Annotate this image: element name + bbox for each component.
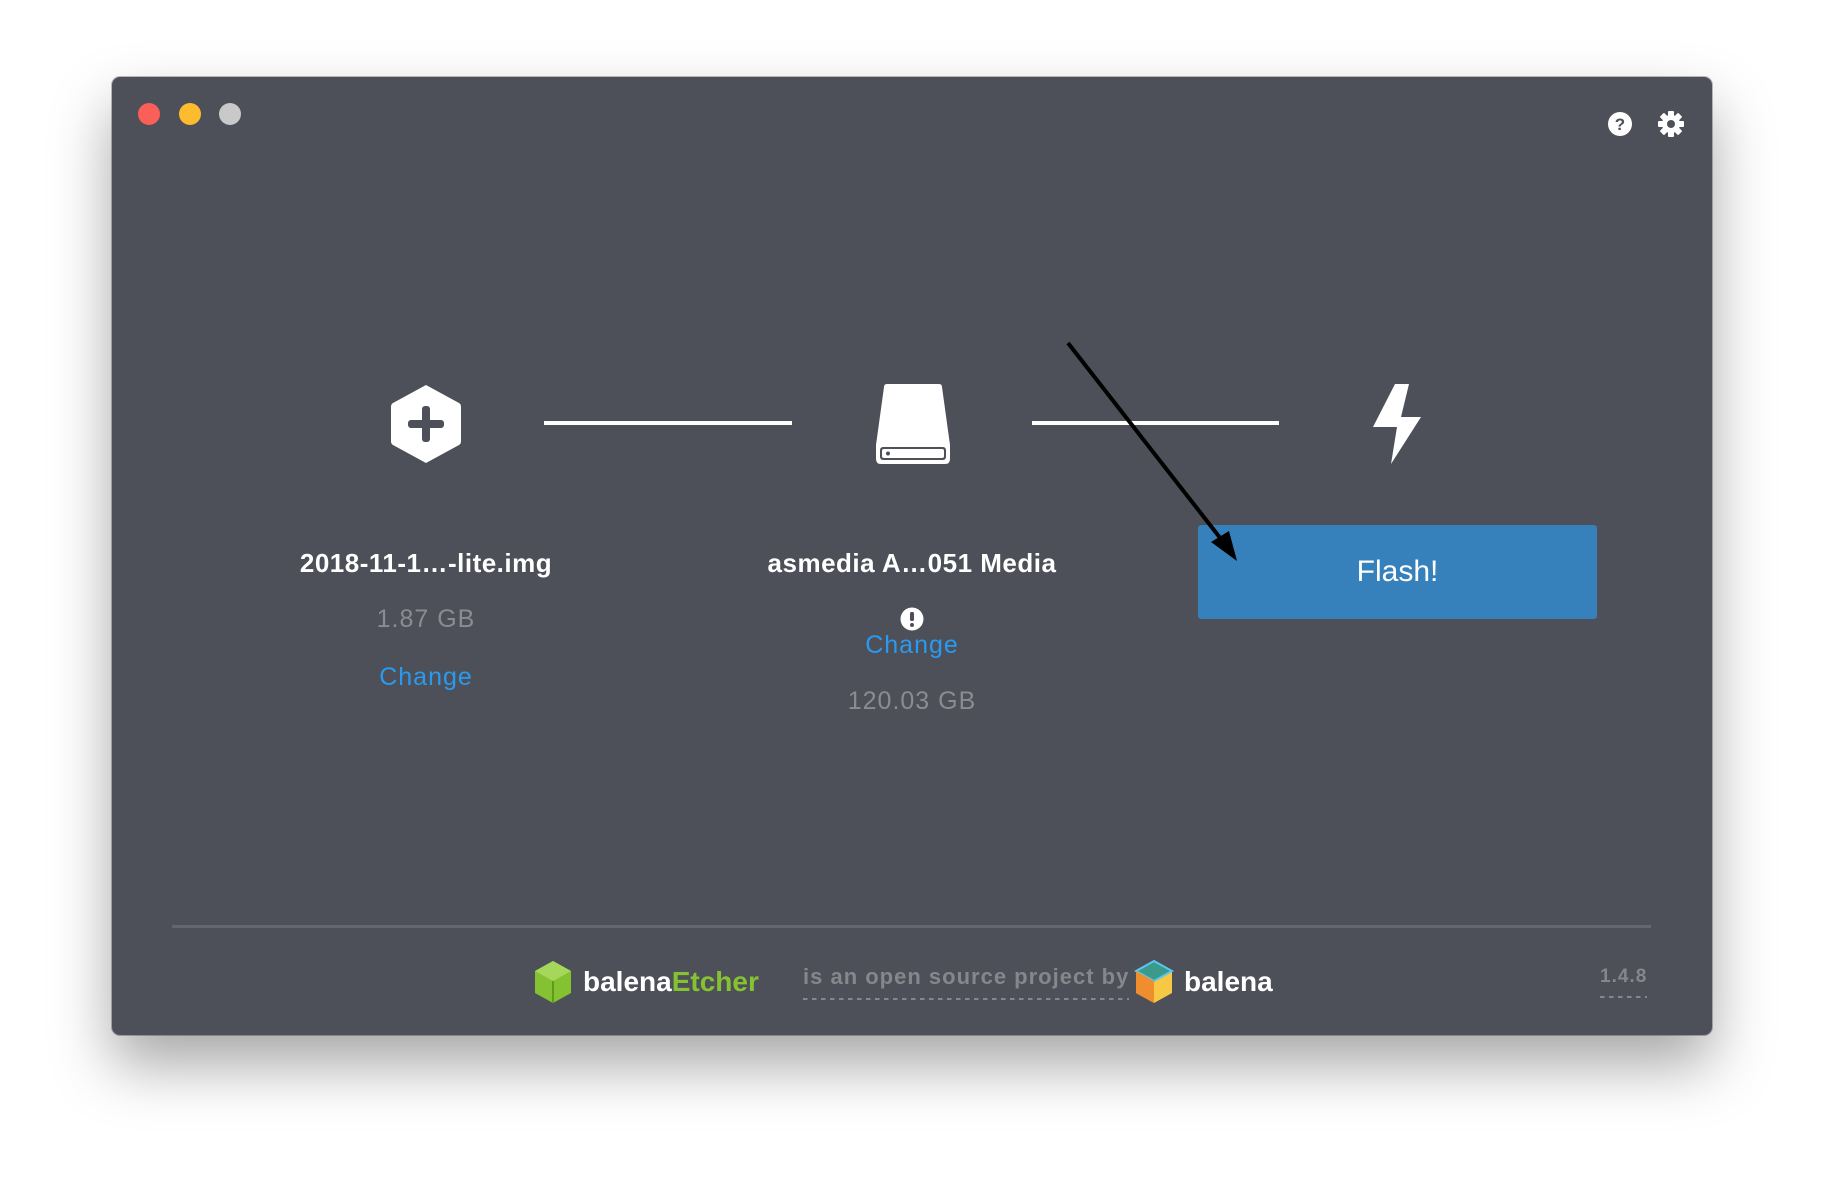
- warning-icon: [900, 607, 924, 631]
- step-connector-1: [544, 421, 792, 425]
- flash-button[interactable]: Flash!: [1198, 525, 1597, 619]
- step-connector-2: [1032, 421, 1279, 425]
- svg-text:?: ?: [1615, 115, 1625, 134]
- change-image-link[interactable]: Change: [379, 663, 473, 691]
- brand-etcher-text: Etcher: [671, 966, 759, 997]
- version[interactable]: 1.4.8: [1600, 962, 1648, 1002]
- footer-divider: [172, 925, 1651, 928]
- window-maximize-button[interactable]: [219, 103, 241, 125]
- drive-icon[interactable]: [874, 383, 952, 465]
- tagline-text[interactable]: is an open source project by: [803, 964, 1130, 1000]
- tagline: is an open source project by: [803, 962, 1130, 1002]
- balena-cube-icon: [1134, 959, 1174, 1003]
- image-size: 1.87 GB: [376, 605, 476, 633]
- balena-logo[interactable]: balena: [1134, 959, 1273, 1003]
- window-close-button[interactable]: [138, 103, 160, 125]
- gear-icon[interactable]: [1657, 110, 1685, 138]
- window-minimize-button[interactable]: [179, 103, 201, 125]
- version-text[interactable]: 1.4.8: [1600, 966, 1648, 998]
- add-image-hexagon-icon[interactable]: [389, 383, 463, 465]
- help-icon[interactable]: ?: [1607, 111, 1633, 137]
- company-text: balena: [1184, 966, 1273, 997]
- image-filename: 2018-11-1…-lite.img: [299, 548, 553, 578]
- change-drive-link[interactable]: Change: [865, 631, 959, 659]
- drive-size: 120.03 GB: [847, 687, 977, 715]
- flash-lightning-icon: [1373, 384, 1421, 464]
- drive-name: asmedia A…051 Media: [767, 548, 1057, 578]
- brand-balena-text: balena: [583, 966, 672, 997]
- etcher-cube-icon: [535, 961, 571, 1003]
